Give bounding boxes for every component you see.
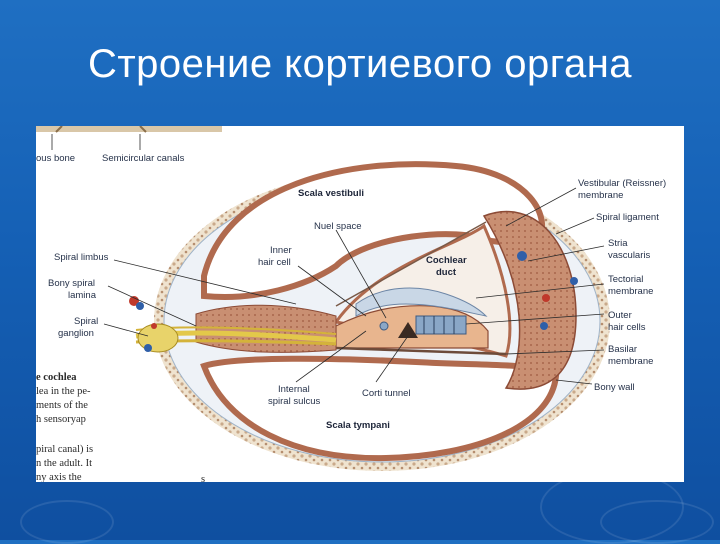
internal-spiral-sulcus-label: Internal (278, 384, 310, 395)
vessel (570, 277, 578, 285)
cochlea-illustration: ous bone Semicircular canals e cochlea l… (36, 126, 666, 482)
basilar-membrane (335, 346, 507, 356)
inner-hair-cell-label-2: hair cell (258, 257, 291, 268)
vestibular-membrane-label: Vestibular (Reissner) (578, 178, 666, 189)
bony-wall-label: Bony wall (594, 382, 635, 393)
cochlear-duct-label: Cochlear (426, 255, 467, 266)
inner-hair-cell (379, 321, 389, 331)
side-text-line: ny axis the (36, 472, 82, 482)
scala-tympani-chamber (200, 355, 560, 462)
side-text-line: lea in the pe- (36, 386, 91, 397)
scala-vestibuli-label: Scala vestibuli (298, 188, 364, 199)
slide-title: Строение кортиевого органа (87, 42, 633, 86)
corti-tunnel-label: Corti tunnel (362, 388, 411, 399)
bony-spiral-lamina-label: Bony spiral (48, 278, 95, 289)
vessel (517, 251, 527, 261)
internal-spiral-sulcus-label-2: spiral sulcus (268, 396, 321, 407)
semicircular-canals-label: Semicircular canals (102, 153, 185, 164)
basilar-membrane-label: Basilar (608, 344, 637, 355)
side-text-line: h sensoryap (36, 414, 86, 425)
side-text-line: piral canal) is (36, 444, 93, 455)
nuel-space-label: Nuel space (314, 221, 362, 232)
spiral-ligament-label: Spiral ligament (596, 212, 659, 223)
tectorial-membrane-label: Tectorial (608, 274, 643, 285)
outer-hair-cells-label-2: hair cells (608, 322, 646, 333)
scala-tympani-label: Scala tympani (326, 420, 390, 431)
spiral-ganglion (137, 323, 179, 353)
side-text-line: ments of the (36, 400, 88, 411)
stria-vascularis-label: Stria (608, 238, 628, 249)
vessel (542, 294, 550, 302)
stria-vascularis-label-2: vascularis (608, 250, 650, 261)
tectorial-membrane (355, 287, 488, 317)
side-text-fragment: s (201, 474, 205, 482)
reissner-membrane (335, 221, 487, 307)
background-ripple (600, 500, 714, 544)
spiral-limbus-label: Spiral limbus (54, 252, 109, 263)
bone-label: ous bone (36, 153, 75, 164)
bony-spiral-lamina-label-2: lamina (68, 290, 97, 301)
spiral-ganglion-label-2: ganglion (58, 328, 94, 339)
tectorial-membrane-label-2: membrane (608, 286, 653, 297)
cochlear-duct-label-2: duct (436, 267, 457, 278)
side-text-line: n the adult. It (36, 458, 92, 469)
vestibular-membrane-label-2: membrane (578, 190, 623, 201)
background-ripple (20, 500, 114, 544)
cochlea-diagram: ous bone Semicircular canals e cochlea l… (36, 126, 684, 482)
vessel (540, 322, 548, 330)
corti-tunnel-shape (398, 322, 418, 338)
photo-strip (36, 126, 222, 132)
outer-hair-cells-label: Outer (608, 310, 632, 321)
vessel (129, 296, 139, 306)
side-text-heading: e cochlea (36, 372, 77, 383)
basilar-membrane-label-2: membrane (608, 356, 653, 367)
spiral-ganglion-label: Spiral (74, 316, 98, 327)
inner-hair-cell-label: Inner (270, 245, 292, 256)
